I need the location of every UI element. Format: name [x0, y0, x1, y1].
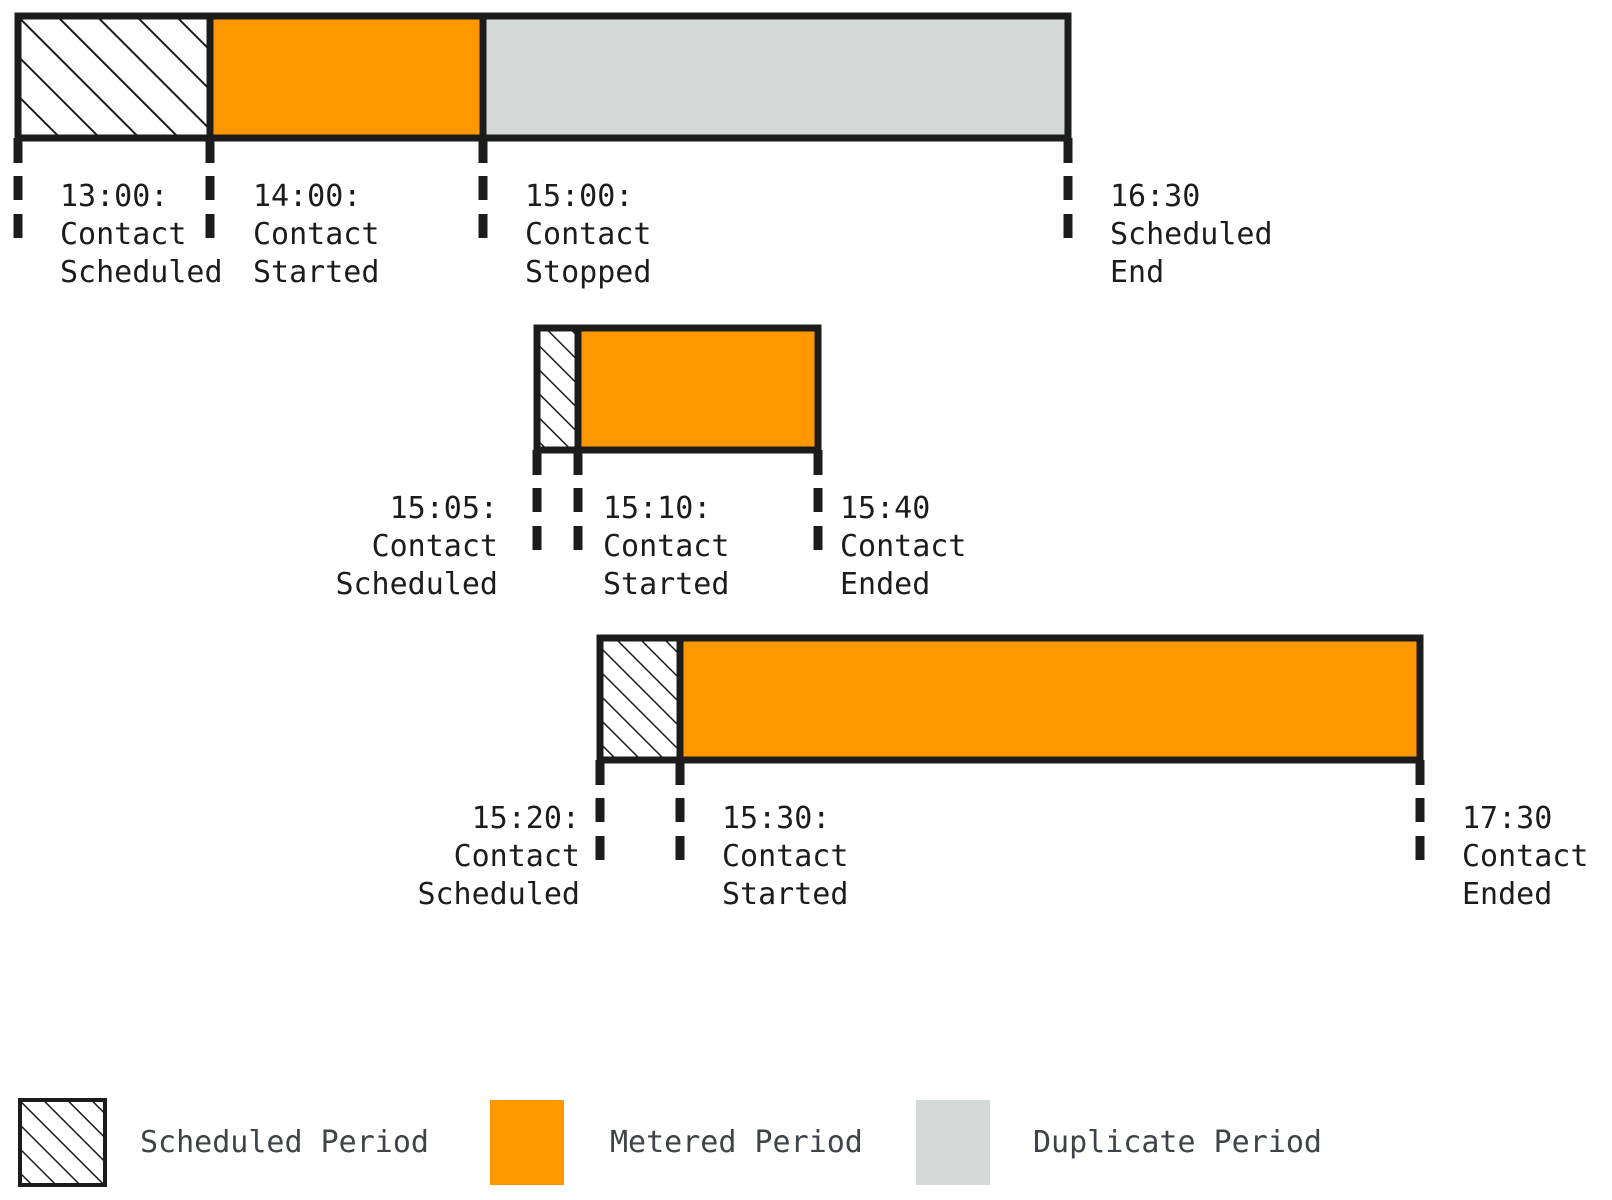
bar3-tick-dashes: [595, 798, 1425, 860]
bar1-label-16-30-line1: Scheduled: [1110, 217, 1273, 252]
bar2-label-15-40-line2: Ended: [840, 567, 931, 602]
bar3-scheduled-segment: [596, 634, 684, 764]
bar3-label-15-20-line1: Contact: [453, 839, 580, 874]
bar1-label-14-00-line1: Contact: [253, 217, 380, 252]
bar2-label-15-05-time: 15:05:: [389, 491, 498, 526]
bar1-label-15-00-line1: Contact: [525, 217, 652, 252]
bar3-label-15-30-line2: Started: [722, 877, 849, 912]
bar2-label-15-10-line2: Started: [603, 567, 730, 602]
bar3-label-15-20-line2: Scheduled: [417, 877, 580, 912]
bar2-label-15-10-line1: Contact: [603, 529, 730, 564]
bar-row-2: [532, 324, 823, 550]
bar1-label-13-00-line2: Scheduled: [60, 255, 223, 290]
bar1-duplicate-segment: [479, 12, 1072, 142]
bar2-label-15-10-time: 15:10:: [603, 491, 712, 526]
bar1-tick-dashes: [13, 176, 1073, 238]
bar3-label-15-30-line1: Contact: [722, 839, 849, 874]
bar1-label-16-30-line2: End: [1110, 255, 1165, 290]
bar-row-3: [595, 634, 1425, 860]
legend-label-metered: Metered Period: [610, 1125, 863, 1160]
bar3-label-15-30-time: 15:30:: [722, 801, 831, 836]
bar1-scheduled-segment: [14, 12, 214, 142]
bar3-label-17-30-line1: Contact: [1462, 839, 1589, 874]
bar2-tick-dashes: [532, 488, 823, 550]
bar2-label-15-05-line1: Contact: [371, 529, 498, 564]
bar3-label-17-30-line2: Ended: [1462, 877, 1553, 912]
bar1-label-15-00-time: 15:00:: [525, 179, 634, 214]
bar-row-1: [13, 12, 1073, 238]
bar1-label-15-00-line2: Stopped: [525, 255, 652, 290]
bar3-label-15-20-time: 15:20:: [471, 801, 580, 836]
bar1-label-13-00-time: 13:00:: [60, 179, 169, 214]
bar2-metered-segment: [574, 324, 822, 454]
legend-swatch-duplicate: [916, 1100, 990, 1185]
bar1-metered-segment: [206, 12, 487, 142]
bar2-label-15-05-line2: Scheduled: [335, 567, 498, 602]
legend-swatches: [18, 1098, 990, 1187]
legend-label-duplicate: Duplicate Period: [1033, 1125, 1322, 1160]
bar2-label-15-40-line1: Contact: [840, 529, 967, 564]
legend-swatch-metered: [490, 1100, 564, 1185]
legend-swatch-scheduled: [18, 1098, 107, 1187]
bar1-label-14-00-time: 14:00:: [253, 179, 362, 214]
legend-label-scheduled: Scheduled Period: [140, 1125, 429, 1160]
bar1-label-14-00-line2: Started: [253, 255, 380, 290]
bar3-label-17-30-time: 17:30: [1462, 801, 1553, 836]
bar3-metered-segment: [676, 634, 1424, 764]
bar1-label-13-00-line1: Contact: [60, 217, 187, 252]
bar2-scheduled-segment: [533, 324, 582, 454]
bar1-label-16-30-time: 16:30: [1110, 179, 1201, 214]
bar2-label-15-40-time: 15:40: [840, 491, 931, 526]
